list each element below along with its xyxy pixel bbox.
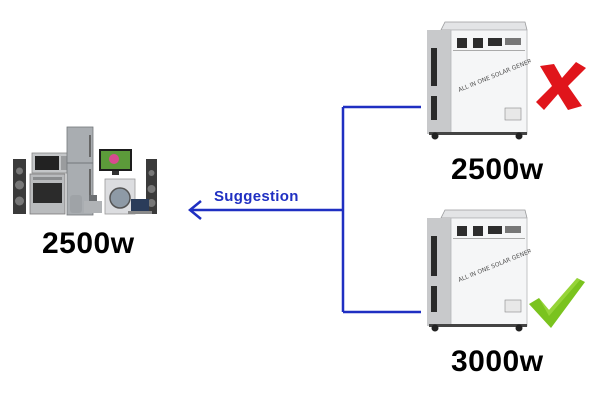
solar-generator-top: ALL IN ONE SOLAR GENERATOR <box>427 21 531 140</box>
speaker-left <box>13 159 26 214</box>
appliances-power-label: 2500w <box>42 227 135 260</box>
oven <box>29 173 66 215</box>
appliances-illustration <box>13 126 157 216</box>
small-appliances <box>70 195 102 213</box>
generator-bottom-power-label: 3000w <box>451 345 544 378</box>
generator-top-power-label: 2500w <box>451 153 544 186</box>
solar-generator-bottom: ALL IN ONE SOLAR GENERATOR <box>427 209 531 332</box>
washing-machine <box>104 178 136 215</box>
cross-mark-shape <box>536 62 586 110</box>
speaker-right <box>146 159 157 214</box>
suggestion-arrowhead <box>188 200 202 220</box>
check-mark-icon <box>529 278 585 328</box>
laptop <box>128 199 152 214</box>
cross-mark-icon <box>536 62 586 110</box>
microwave <box>31 152 71 174</box>
suggestion-label: Suggestion <box>214 188 299 205</box>
connector-lines <box>188 105 421 314</box>
television <box>99 149 132 175</box>
